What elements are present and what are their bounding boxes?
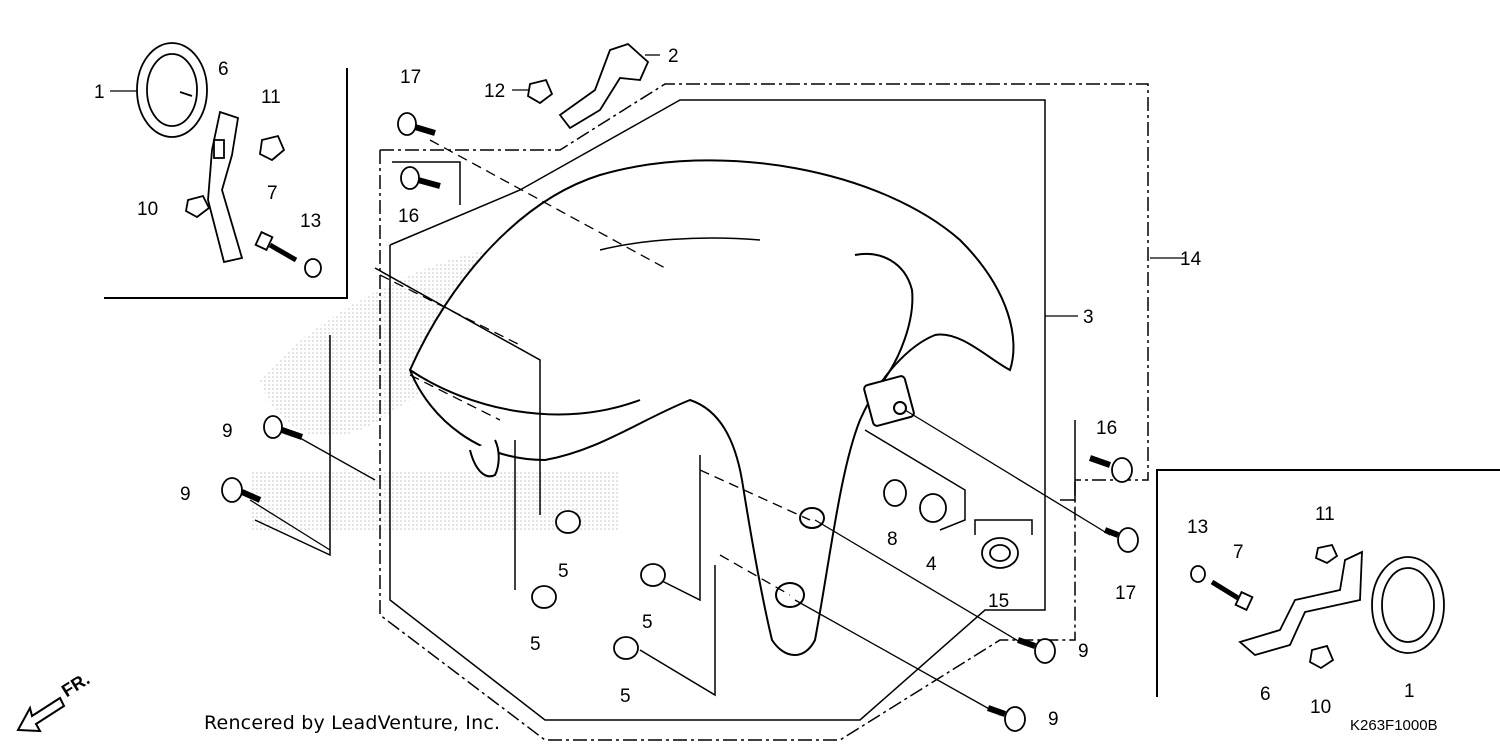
washer-right-icon xyxy=(1190,565,1206,583)
callout-7: 7 xyxy=(1233,542,1244,563)
nut-12-icon xyxy=(527,78,554,105)
nut-left-2-icon xyxy=(184,194,211,219)
callout-9: 9 xyxy=(1048,709,1059,730)
bracket-left-icon xyxy=(207,110,244,264)
callout-1: 1 xyxy=(94,82,105,103)
bolt-9-c-icon xyxy=(1034,638,1056,664)
callout-8: 8 xyxy=(887,529,898,550)
callout-7: 7 xyxy=(267,183,278,204)
callout-9: 9 xyxy=(222,421,233,442)
assembly-outline-3 xyxy=(389,99,1046,721)
callout-10: 10 xyxy=(137,199,158,220)
reflector-left-icon xyxy=(136,42,208,138)
callout-13: 13 xyxy=(300,211,321,232)
diagram-code: K263F1000B xyxy=(1350,717,1438,734)
callout-13: 13 xyxy=(1187,517,1208,538)
bolt-16-top-icon xyxy=(400,166,420,190)
collar-8-icon xyxy=(883,479,907,507)
bolt-9-b-icon xyxy=(221,477,243,503)
screw-right-icon xyxy=(1234,590,1254,612)
nut-left-icon xyxy=(259,134,286,162)
nut-right-2-icon xyxy=(1309,644,1335,670)
callout-11: 11 xyxy=(1315,504,1335,525)
callout-1: 1 xyxy=(1404,681,1415,702)
callout-5: 5 xyxy=(642,612,653,633)
callout-17: 17 xyxy=(1115,583,1136,604)
reflector-right-icon xyxy=(1371,556,1445,654)
screw-left-icon xyxy=(254,230,274,252)
front-direction-arrow-icon xyxy=(16,696,66,733)
callout-6: 6 xyxy=(218,59,229,80)
callout-9: 9 xyxy=(180,484,191,505)
solid-leaders xyxy=(110,54,1185,716)
hardware-parts xyxy=(136,42,1445,732)
washer-4-icon xyxy=(919,493,947,523)
callout-12: 12 xyxy=(484,81,505,102)
assembly-outline-14 xyxy=(379,83,1149,741)
bolt-17-top-icon xyxy=(397,112,417,136)
callout-4: 4 xyxy=(926,554,937,575)
nut-right-icon xyxy=(1314,543,1339,565)
callouts: 1 6 11 10 7 13 17 12 2 16 14 3 9 9 5 5 5… xyxy=(94,46,1415,730)
callout-16: 16 xyxy=(1096,418,1117,439)
grommet-5-b-icon xyxy=(531,585,557,609)
callout-2: 2 xyxy=(668,46,679,67)
bracket-right-icon xyxy=(1238,550,1363,656)
callout-17: 17 xyxy=(400,67,421,88)
bolt-17-right-icon xyxy=(1117,527,1139,553)
callout-11: 11 xyxy=(261,87,281,108)
callout-5: 5 xyxy=(620,686,631,707)
inset-frame-right xyxy=(1156,469,1500,697)
bolt-16-right-icon xyxy=(1111,457,1133,483)
grommet-5-a-icon xyxy=(555,510,581,534)
dashed-leaders xyxy=(379,139,811,596)
grommet-15-icon xyxy=(981,537,1019,569)
credit-line: Rencered by LeadVenture, Inc. xyxy=(204,712,501,734)
bolt-9-d-icon xyxy=(1004,706,1026,732)
front-fender xyxy=(408,159,1015,656)
callout-10: 10 xyxy=(1310,697,1331,718)
inset-frame-left xyxy=(104,68,348,299)
callout-14: 14 xyxy=(1180,249,1202,270)
callout-15: 15 xyxy=(988,591,1009,612)
callout-3: 3 xyxy=(1083,307,1094,328)
callout-16: 16 xyxy=(398,206,419,227)
grommet-5-d-icon xyxy=(613,636,639,660)
callout-5: 5 xyxy=(558,561,569,582)
callout-5: 5 xyxy=(530,634,541,655)
fender-inner-panel xyxy=(254,267,1076,697)
callout-6: 6 xyxy=(1260,684,1271,705)
washer-left-icon xyxy=(304,258,322,278)
grommet-5-c-icon xyxy=(640,563,666,587)
bracket-2-icon xyxy=(558,42,650,130)
callout-9: 9 xyxy=(1078,641,1089,662)
bolt-9-a-icon xyxy=(263,415,283,439)
